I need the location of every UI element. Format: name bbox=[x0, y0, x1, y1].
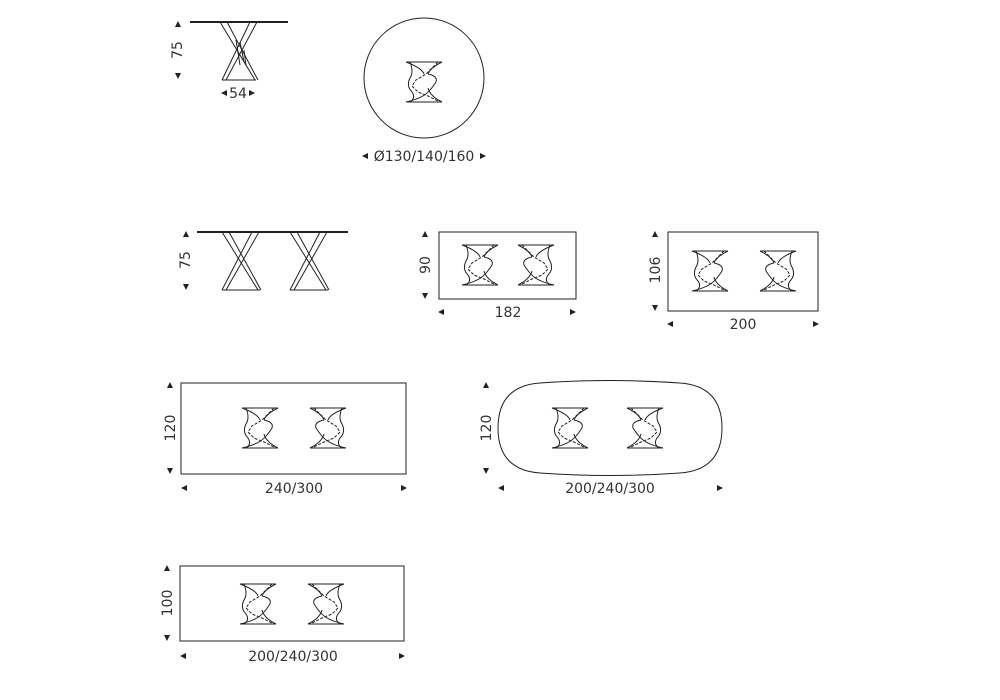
depth-label: 120 bbox=[163, 415, 179, 442]
arrow-up-icon bbox=[652, 231, 658, 237]
x-leg bbox=[219, 21, 259, 81]
table-top bbox=[180, 382, 407, 475]
length-label: 182 bbox=[495, 305, 522, 321]
oval-table: 120 200/240/300 bbox=[479, 380, 723, 497]
arrow-left-icon bbox=[667, 321, 673, 327]
rect-table-182: 90 182 bbox=[418, 231, 577, 321]
round-table-plan: Ø130/140/160 bbox=[362, 17, 486, 165]
base-icon bbox=[759, 250, 797, 292]
arrow-left-icon bbox=[181, 485, 187, 491]
arrow-right-icon bbox=[570, 309, 576, 315]
table-top bbox=[667, 231, 819, 312]
rect-table-200: 106 200 bbox=[648, 231, 819, 333]
depth-label: 120 bbox=[479, 415, 495, 442]
arrow-left-icon bbox=[221, 90, 227, 96]
arrow-down-icon bbox=[483, 468, 489, 474]
base-icon bbox=[241, 407, 279, 449]
base-icon bbox=[517, 244, 555, 286]
arrow-down-icon bbox=[183, 284, 189, 290]
arrow-right-icon bbox=[249, 90, 255, 96]
arrow-left-icon bbox=[180, 653, 186, 659]
arrow-up-icon bbox=[422, 231, 428, 237]
arrow-down-icon bbox=[422, 293, 428, 299]
x-leg bbox=[221, 231, 262, 291]
depth-label: 90 bbox=[418, 256, 434, 274]
length-label: 240/300 bbox=[265, 481, 323, 497]
diameter-label: Ø130/140/160 bbox=[374, 149, 475, 165]
arrow-up-icon bbox=[483, 382, 489, 388]
x-leg bbox=[289, 231, 330, 291]
arrow-right-icon bbox=[480, 153, 486, 159]
height-label: 75 bbox=[178, 251, 194, 269]
arrow-left-icon bbox=[498, 485, 504, 491]
base-icon bbox=[626, 407, 664, 449]
length-label: 200/240/300 bbox=[248, 649, 338, 665]
rect-table-240: 120 240/300 bbox=[163, 382, 407, 497]
width-label: 54 bbox=[229, 86, 247, 102]
arrow-down-icon bbox=[175, 73, 181, 79]
arrow-left-icon bbox=[438, 309, 444, 315]
arrow-up-icon bbox=[175, 21, 181, 27]
base-icon bbox=[461, 244, 499, 286]
base-icon bbox=[309, 407, 347, 449]
side-view-double: 75 bbox=[178, 231, 348, 291]
arrow-right-icon bbox=[401, 485, 407, 491]
arrow-up-icon bbox=[164, 565, 170, 571]
height-label: 75 bbox=[170, 41, 186, 59]
arrow-up-icon bbox=[167, 382, 173, 388]
base-icon bbox=[405, 61, 443, 103]
arrow-down-icon bbox=[652, 305, 658, 311]
depth-label: 100 bbox=[160, 590, 176, 617]
leg-detail bbox=[235, 39, 247, 67]
base-icon bbox=[239, 583, 277, 625]
arrow-right-icon bbox=[717, 485, 723, 491]
rect-table-100: 100 200/240/300 bbox=[160, 565, 405, 665]
arrow-down-icon bbox=[164, 635, 170, 641]
table-top bbox=[179, 565, 405, 642]
base-icon bbox=[551, 407, 589, 449]
arrow-left-icon bbox=[362, 153, 368, 159]
arrow-right-icon bbox=[813, 321, 819, 327]
length-label: 200/240/300 bbox=[565, 481, 655, 497]
round-top bbox=[363, 17, 485, 139]
depth-label: 106 bbox=[648, 257, 664, 284]
arrow-right-icon bbox=[399, 653, 405, 659]
base-icon bbox=[691, 250, 729, 292]
length-label: 200 bbox=[730, 317, 757, 333]
base-icon bbox=[307, 583, 345, 625]
table-top bbox=[497, 380, 723, 476]
arrow-up-icon bbox=[183, 231, 189, 237]
arrow-down-icon bbox=[167, 468, 173, 474]
side-view-single: 75 54 bbox=[170, 21, 288, 102]
table-top bbox=[438, 231, 577, 300]
